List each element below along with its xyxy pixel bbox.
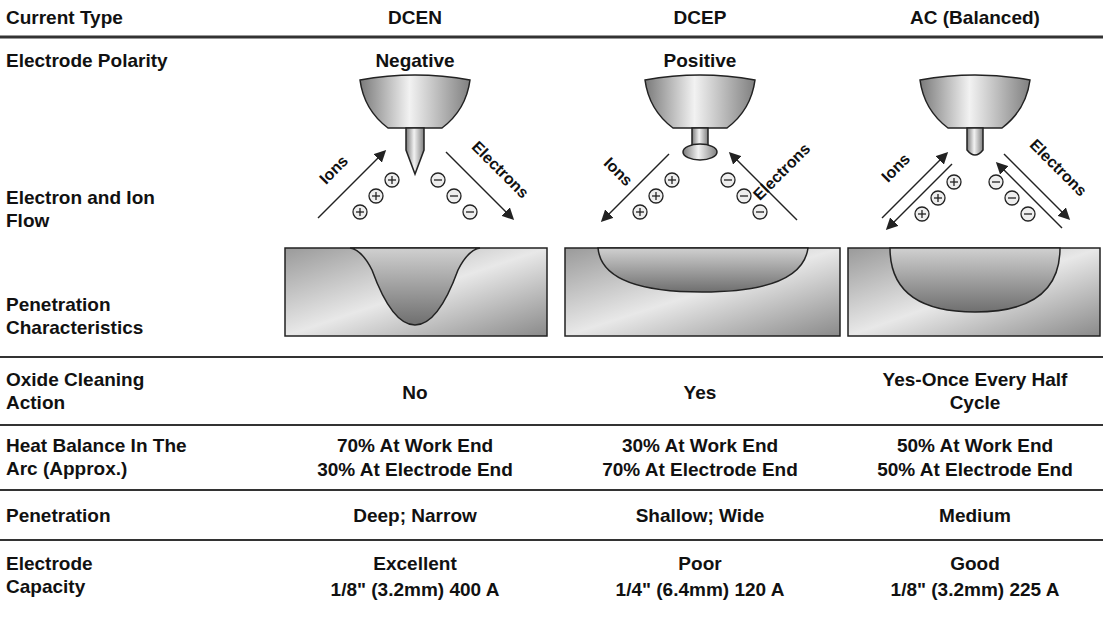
table-cell: Current Type [6,6,226,29]
table-cell: Medium [857,504,1093,527]
table-cell: 70% At Electrode End [570,458,830,481]
table-cell: Heat Balance In The Arc (Approx.) [6,434,196,480]
flow-label: Electrons [1026,136,1090,200]
ac-figure [848,75,1100,336]
table-cell: 1/8" (3.2mm) 225 A [857,578,1093,601]
table-cell: Oxide Cleaning Action [6,368,186,414]
table-cell: Yes-Once Every Half Cycle [865,368,1085,414]
table-cell: Excellent [285,552,545,575]
table-cell: 70% At Work End [285,434,545,457]
dcep-figure [565,75,840,336]
table-cell: Electrode Polarity [6,49,226,72]
table-cell: 50% At Electrode End [857,458,1093,481]
table-cell: 30% At Electrode End [285,458,545,481]
table-cell: 1/4" (6.4mm) 120 A [570,578,830,601]
flow-label: Electrons [750,140,814,204]
table-cell: Poor [570,552,830,575]
table-cell: Penetration [6,504,206,527]
table-cell: DCEN [290,6,540,29]
row-rules [0,37,1103,540]
charge-symbols [353,173,1035,221]
table-cell: 30% At Work End [570,434,830,457]
flow-label: Ions [316,152,352,188]
table-cell: 1/8" (3.2mm) 400 A [285,578,545,601]
table-cell: Electron and Ion Flow [6,186,156,232]
table-cell: No [290,381,540,404]
table-cell: Electrode Capacity [6,552,156,598]
table-cell: Shallow; Wide [570,504,830,527]
table-cell: DCEP [575,6,825,29]
flow-label: Electrons [468,138,532,202]
dcen-figure [285,75,547,336]
table-cell: Deep; Narrow [285,504,545,527]
table-cell: Negative [290,49,540,72]
table-cell: Positive [575,49,825,72]
table-cell: Good [857,552,1093,575]
table-cell: AC (Balanced) [855,6,1095,29]
table-cell: Yes [575,381,825,404]
flow-label: Ions [878,150,914,186]
table-cell: 50% At Work End [857,434,1093,457]
flow-label: Ions [600,154,636,190]
table-cell: Penetration Characteristics [6,293,171,339]
